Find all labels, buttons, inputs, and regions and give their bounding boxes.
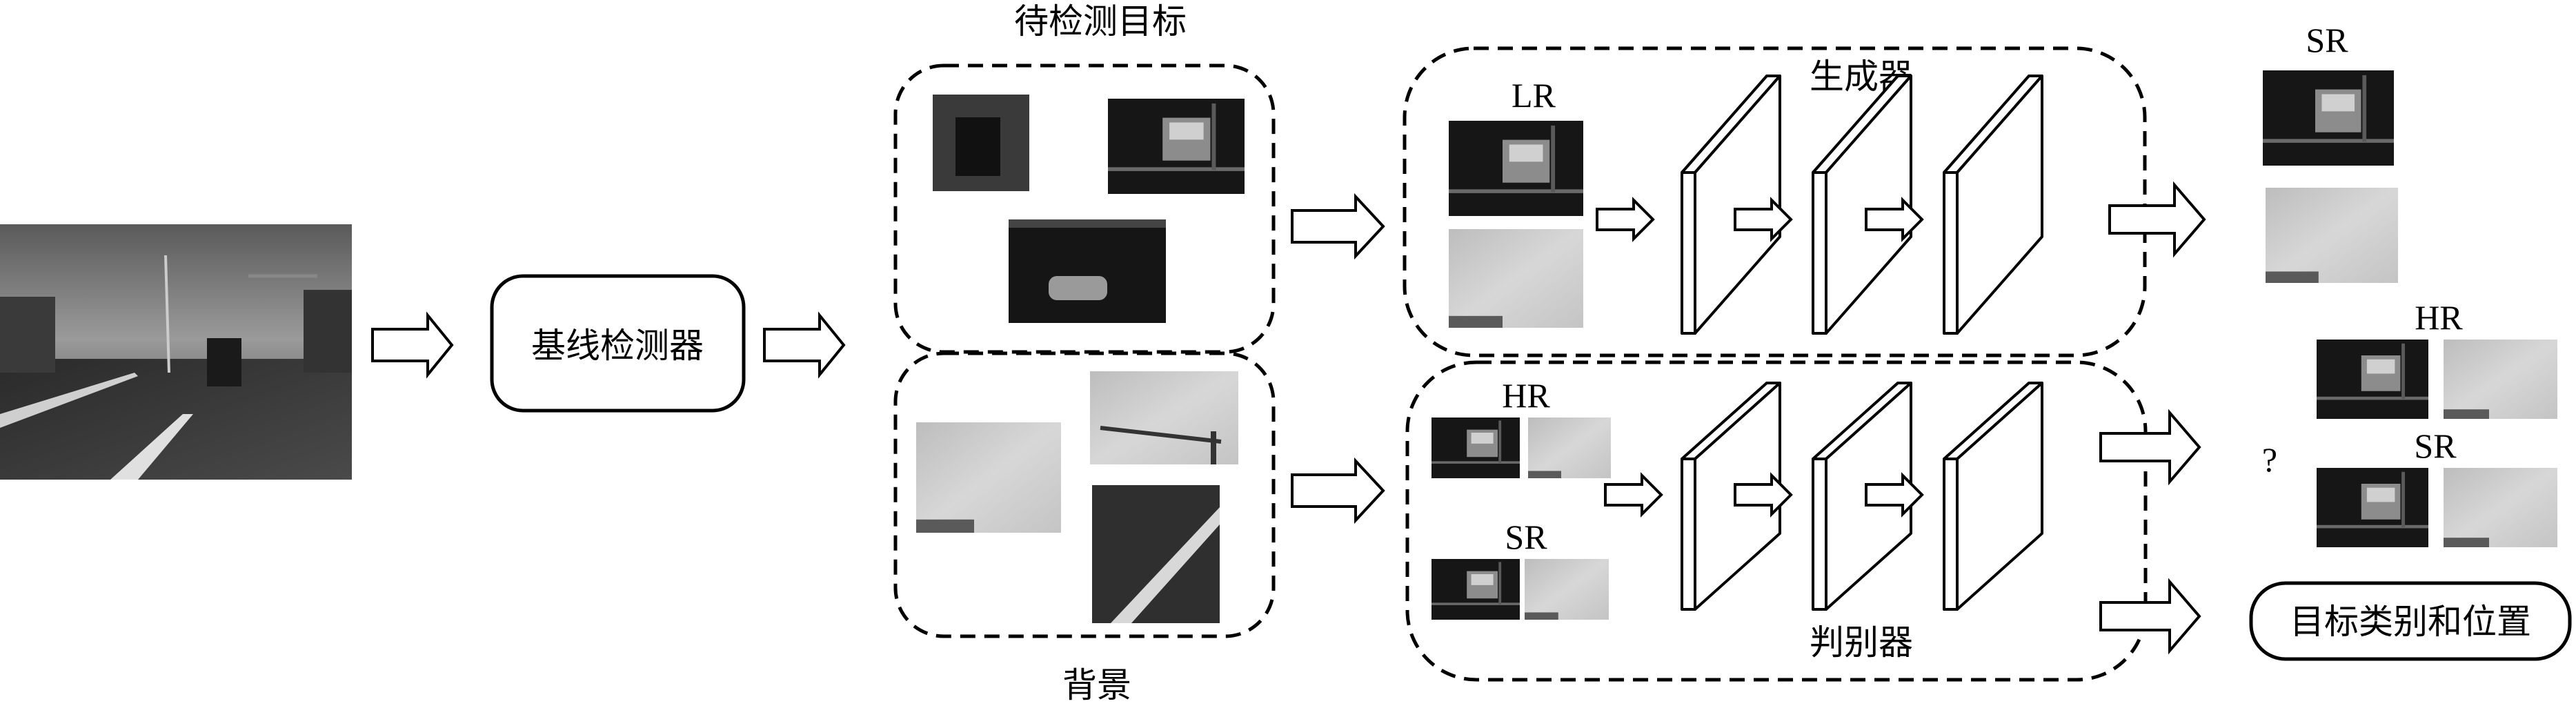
lr-thumb-light xyxy=(1449,229,1583,328)
sr-compare-thumb-dark xyxy=(2317,468,2428,547)
discriminator-layer-3 xyxy=(1943,382,2043,611)
hr-compare-thumb-dark xyxy=(2317,340,2428,419)
arrow-to-discriminator xyxy=(1291,457,1385,524)
generator-layer-3 xyxy=(1943,75,2043,335)
bg-thumb-road xyxy=(1092,485,1220,623)
disc-arrow-3 xyxy=(1865,472,1924,518)
hr-input-label: HR xyxy=(1502,376,1550,415)
lr-thumb-dark xyxy=(1449,121,1583,216)
gen-arrow-1 xyxy=(1596,197,1655,242)
arrow-to-generator xyxy=(1291,193,1385,260)
arrow-to-detector xyxy=(371,311,454,379)
hr-compare-label: HR xyxy=(2415,298,2463,337)
result-box: 目标类别和位置 xyxy=(2249,581,2572,661)
baseline-detector-box: 基线检测器 xyxy=(490,274,746,413)
background-region xyxy=(893,351,1276,638)
sr-thumb-dark xyxy=(1431,559,1520,620)
arrow-to-result xyxy=(2099,578,2201,655)
hr-thumb-light xyxy=(1528,418,1611,478)
sr-compare-label: SR xyxy=(2414,426,2457,465)
targets-region xyxy=(893,63,1276,354)
background-label: 背景 xyxy=(1062,665,1131,705)
sr-compare-thumb-light xyxy=(2444,468,2557,547)
sr-input-label: SR xyxy=(1505,518,1547,556)
question-mark: ? xyxy=(2262,440,2277,479)
arrow-to-regions xyxy=(763,311,846,379)
target-thumb-car xyxy=(1009,219,1166,323)
bg-thumb-sky xyxy=(916,422,1061,533)
gen-arrow-2 xyxy=(1734,197,1793,242)
target-thumb-truck xyxy=(933,95,1029,191)
disc-arrow-1 xyxy=(1604,472,1663,518)
target-class-position-label: 目标类别和位置 xyxy=(2290,602,2531,642)
hr-compare-thumb-light xyxy=(2444,340,2557,419)
input-road-image xyxy=(0,224,352,480)
arrow-to-sr-output xyxy=(2108,181,2206,258)
generator-layer-2 xyxy=(1812,75,1912,335)
generator-layer-1 xyxy=(1681,75,1781,335)
baseline-detector-label: 基线检测器 xyxy=(531,326,704,366)
disc-arrow-2 xyxy=(1734,472,1793,518)
lr-label: LR xyxy=(1512,76,1556,115)
sr-output-thumb-dark xyxy=(2263,70,2394,166)
generator-region xyxy=(1403,46,2147,357)
arrow-to-comparison xyxy=(2099,409,2201,486)
sr-output-thumb-light xyxy=(2266,188,2398,283)
gen-arrow-3 xyxy=(1865,197,1924,242)
sr-thumb-light xyxy=(1525,559,1609,620)
bg-thumb-signpole xyxy=(1090,371,1238,464)
target-thumb-truck-2 xyxy=(1108,99,1245,194)
discriminator-label: 判别器 xyxy=(1810,622,1913,662)
hr-thumb-dark xyxy=(1431,418,1520,478)
discriminator-region xyxy=(1405,360,2148,682)
sr-output-label: SR xyxy=(2306,21,2348,59)
targets-to-detect-label: 待检测目标 xyxy=(1014,1,1187,41)
